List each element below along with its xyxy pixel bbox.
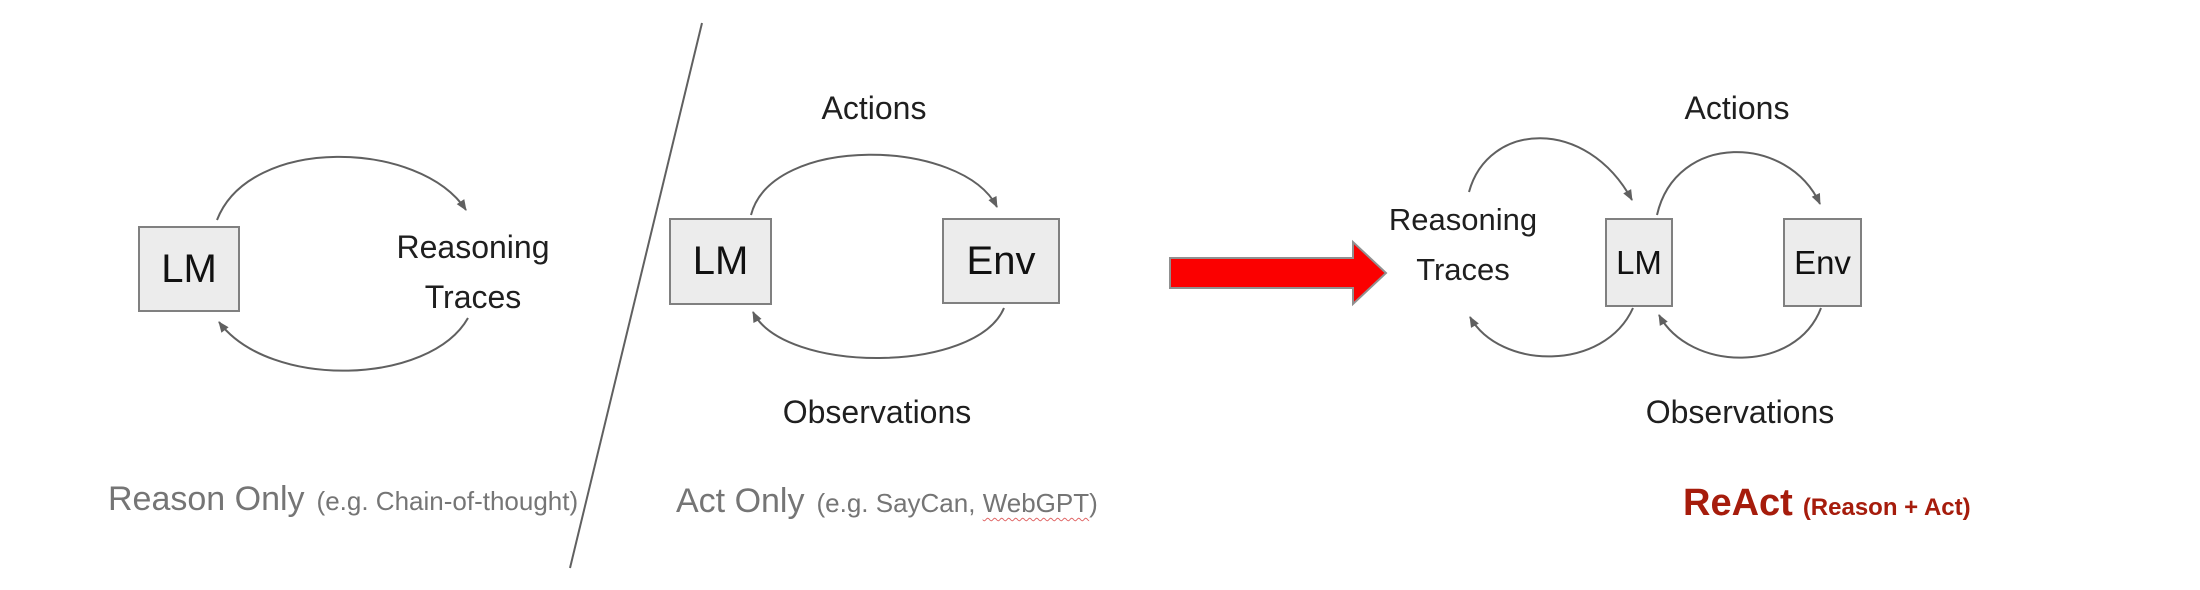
act-only-note-webgpt-spellcheck: WebGPT	[982, 488, 1090, 518]
p3-right-top-arc	[1656, 151, 1821, 216]
act-only-env-box: Env	[942, 218, 1060, 304]
act-only-lm-box: LM	[669, 218, 772, 305]
red-arrow	[1169, 239, 1388, 307]
reasoning-traces-line1: Reasoning	[396, 229, 550, 265]
react-observations-label: Observations	[1645, 394, 1835, 430]
react-caption: ReAct (Reason + Act)	[1683, 482, 1971, 525]
react-caption-main: ReAct	[1683, 482, 1793, 524]
act-only-caption-note: (e.g. SayCan, WebGPT)	[816, 488, 1097, 518]
react-caption-note: (Reason + Act)	[1802, 494, 1971, 521]
p1-bottom-arc	[218, 317, 469, 372]
act-only-note-suffix: )	[1089, 488, 1098, 518]
p3-right-bottom-arc	[1658, 307, 1822, 359]
p2-bottom-arc	[752, 307, 1005, 359]
p1-top-arc	[216, 155, 467, 221]
reasoning-traces-line2: Traces	[424, 279, 522, 315]
reason-only-caption-main: Reason Only	[108, 480, 305, 518]
reason-only-lm-box: LM	[138, 226, 240, 312]
reason-only-caption: Reason Only (e.g. Chain-of-thought)	[108, 480, 578, 519]
react-env-box: Env	[1783, 218, 1862, 307]
reasoning-traces-label: Reasoning Traces	[323, 222, 623, 322]
env-box-label: Env	[966, 238, 1036, 283]
lm-box-label: LM	[161, 246, 217, 291]
react-lm-box: LM	[1605, 218, 1673, 307]
react-actions-label: Actions	[1684, 90, 1790, 126]
react-reasoning-traces-label: Reasoning Traces	[1343, 195, 1583, 295]
react-reasoning-line1: Reasoning	[1388, 202, 1538, 237]
p3-left-bottom-arc	[1469, 307, 1634, 358]
p2-top-arc	[750, 153, 998, 216]
act-only-caption: Act Only (e.g. SayCan, WebGPT)	[676, 482, 1098, 521]
react-reasoning-line2: Traces	[1416, 252, 1510, 287]
lm-box-label: LM	[1616, 243, 1662, 281]
act-only-observations-label: Observations	[782, 394, 972, 430]
reason-only-caption-note: (e.g. Chain-of-thought)	[316, 486, 579, 516]
env-box-label: Env	[1794, 243, 1851, 281]
diagonal-separator-line	[569, 22, 703, 569]
lm-box-label: LM	[692, 239, 749, 283]
act-only-actions-label: Actions	[821, 90, 927, 126]
p3-left-top-arc	[1468, 137, 1633, 201]
act-only-note-prefix: (e.g. SayCan,	[816, 488, 983, 518]
act-only-caption-main: Act Only	[676, 482, 805, 520]
